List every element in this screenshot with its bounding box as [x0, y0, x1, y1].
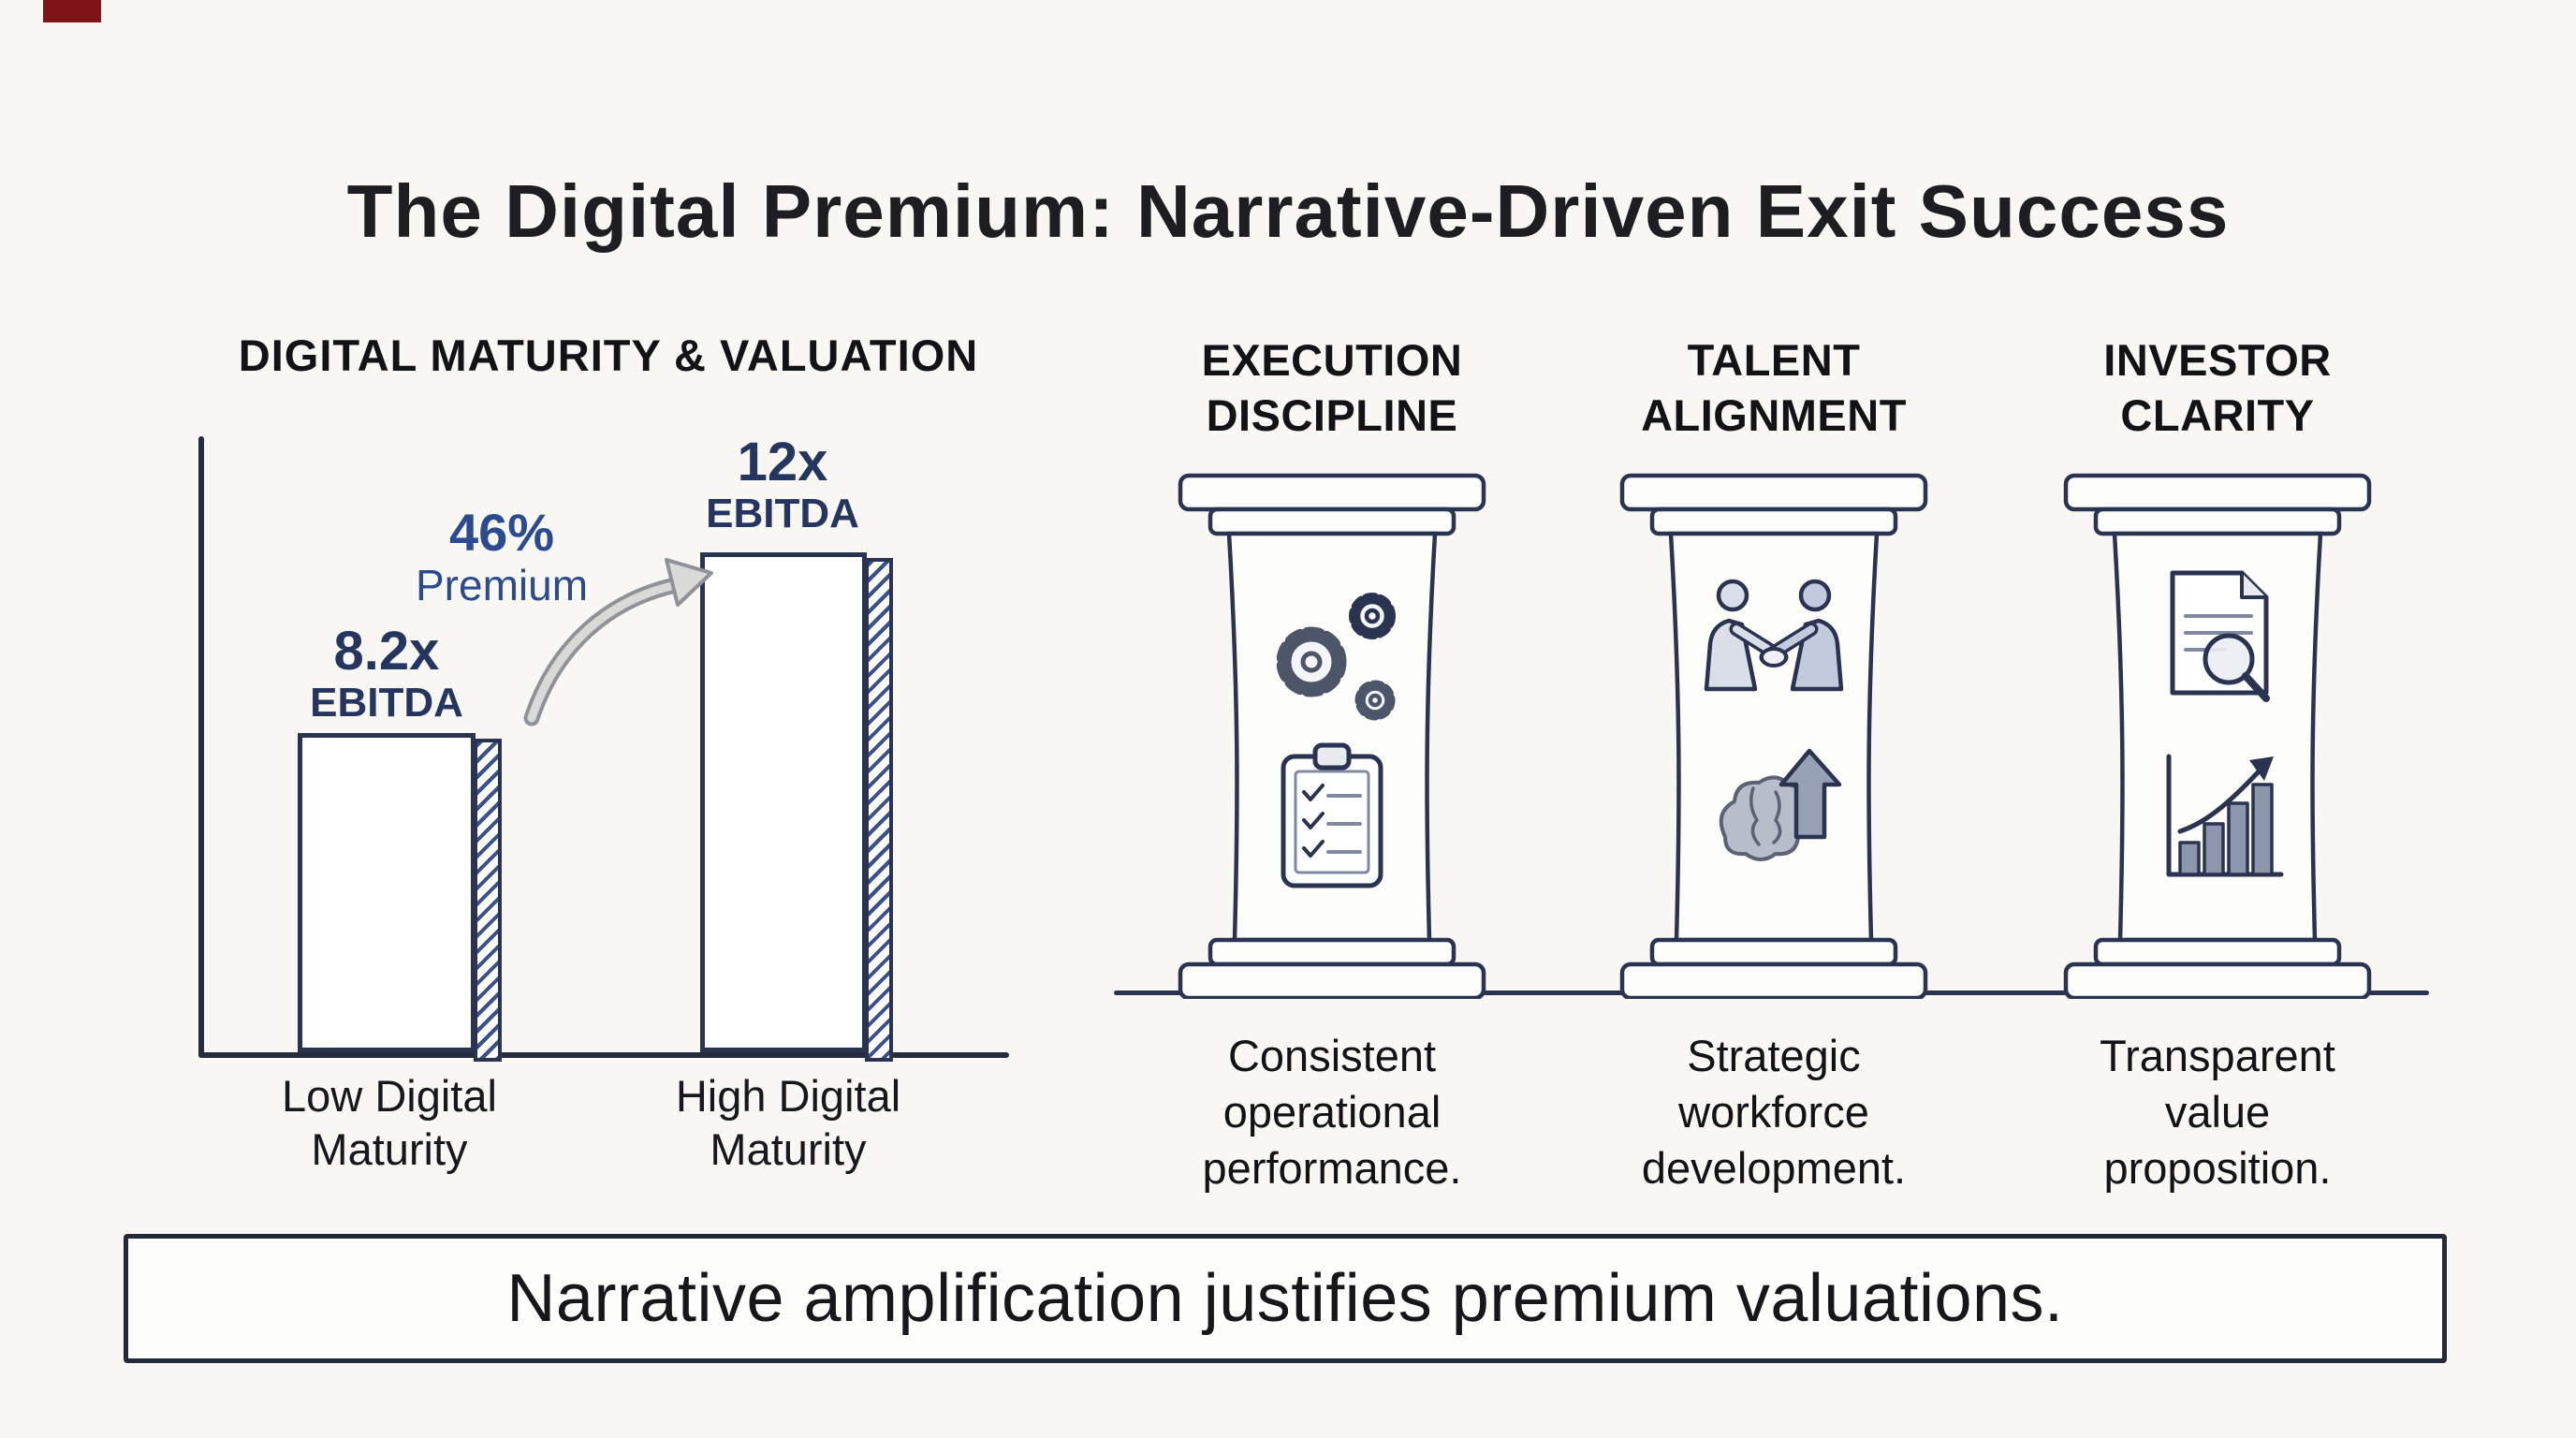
pillar-investor — [2063, 473, 2372, 999]
column-structure — [1178, 473, 1486, 999]
red-corner-mark — [43, 0, 101, 22]
bar-high-maturity — [700, 552, 867, 1052]
premium-arrow-icon — [523, 558, 713, 726]
x-label-low: Low Digital Maturity — [282, 1071, 497, 1175]
y-axis — [198, 436, 204, 1058]
pillar-talent — [1619, 473, 1928, 999]
premium-annotation-pct: 46% — [448, 503, 555, 562]
bar-high-maturity-hatch — [865, 558, 893, 1062]
premium-annotation-word: Premium — [415, 561, 589, 609]
banner-text: Narrative amplification justifies premiu… — [506, 1261, 2064, 1336]
value-label-high: 12x — [737, 432, 828, 492]
pillar-caption-investor: Transparent value proposition. — [2100, 1031, 2335, 1194]
banner: Narrative amplification justifies premiu… — [124, 1234, 2447, 1363]
clipboard-checklist-icon — [1281, 742, 1383, 888]
page-title: The Digital Premium: Narrative-Driven Ex… — [346, 169, 2230, 253]
handshake-icon — [1704, 579, 1844, 692]
value-label-low: 8.2x — [333, 621, 440, 682]
column-structure — [2063, 473, 2372, 999]
pillar-execution — [1178, 473, 1486, 999]
growth-chart-icon — [2166, 754, 2284, 877]
bar-low-maturity-hatch — [474, 739, 502, 1062]
pillar-title-investor: INVESTOR CLARITY — [2103, 335, 2332, 440]
bar-low-maturity — [298, 733, 476, 1052]
value-unit-low: EBITDA — [310, 680, 463, 726]
pillar-title-execution: EXECUTION DISCIPLINE — [1201, 335, 1463, 440]
pillar-caption-execution: Consistent operational performance. — [1202, 1031, 1462, 1194]
pillar-title-talent: TALENT ALIGNMENT — [1641, 335, 1907, 440]
column-structure — [1619, 473, 1928, 999]
gears-icon — [1276, 593, 1396, 721]
brain-growth-icon — [1719, 748, 1842, 861]
x-axis — [198, 1052, 1009, 1058]
pillar-caption-talent: Strategic workforce development. — [1641, 1031, 1907, 1194]
chart-title: DIGITAL MATURITY & VALUATION — [238, 330, 979, 380]
value-unit-high: EBITDA — [706, 491, 859, 536]
x-label-high: High Digital Maturity — [675, 1071, 901, 1175]
document-magnifier-icon — [2170, 570, 2270, 702]
